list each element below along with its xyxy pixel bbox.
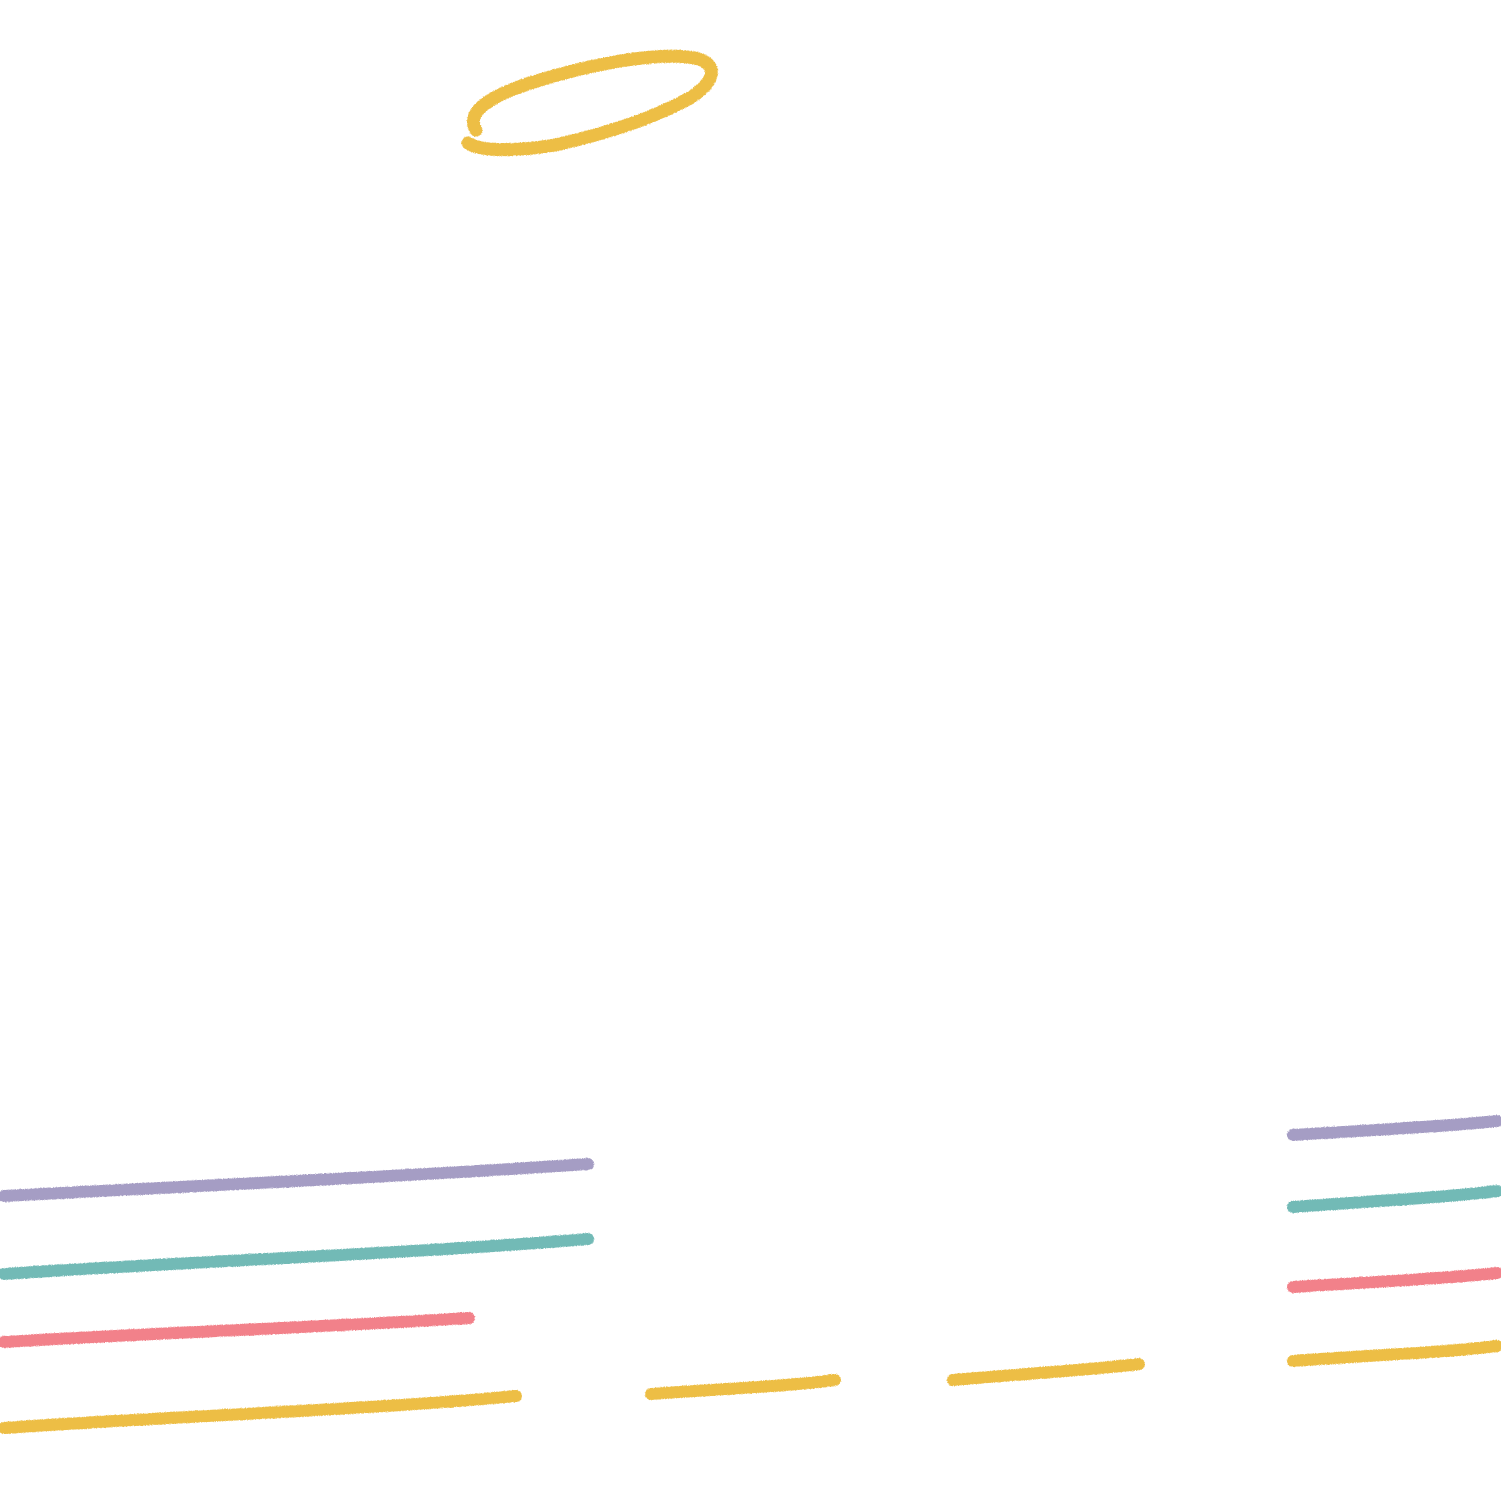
stroke-right-column-2 [1287, 1185, 1501, 1213]
stroke-right-column-1 [1287, 1115, 1501, 1141]
stroke-left-column-2 [0, 1233, 594, 1280]
stroke-group-right-column [1287, 1115, 1501, 1367]
stroke-group-left-column [0, 1158, 594, 1434]
halo-ring [461, 49, 718, 157]
stroke-left-column-1 [0, 1158, 594, 1202]
stroke-middle-left-1 [645, 1374, 841, 1400]
stroke-left-column-4 [0, 1390, 522, 1434]
stroke-right-column-4 [1287, 1340, 1501, 1367]
stroke-left-column-3 [0, 1312, 475, 1348]
stroke-middle-right-1 [947, 1358, 1145, 1386]
stroke-group-middle-right [947, 1358, 1145, 1386]
stroke-right-column-3 [1287, 1267, 1501, 1293]
halo-icon [461, 49, 718, 157]
stroke-group-middle-left [645, 1374, 841, 1400]
